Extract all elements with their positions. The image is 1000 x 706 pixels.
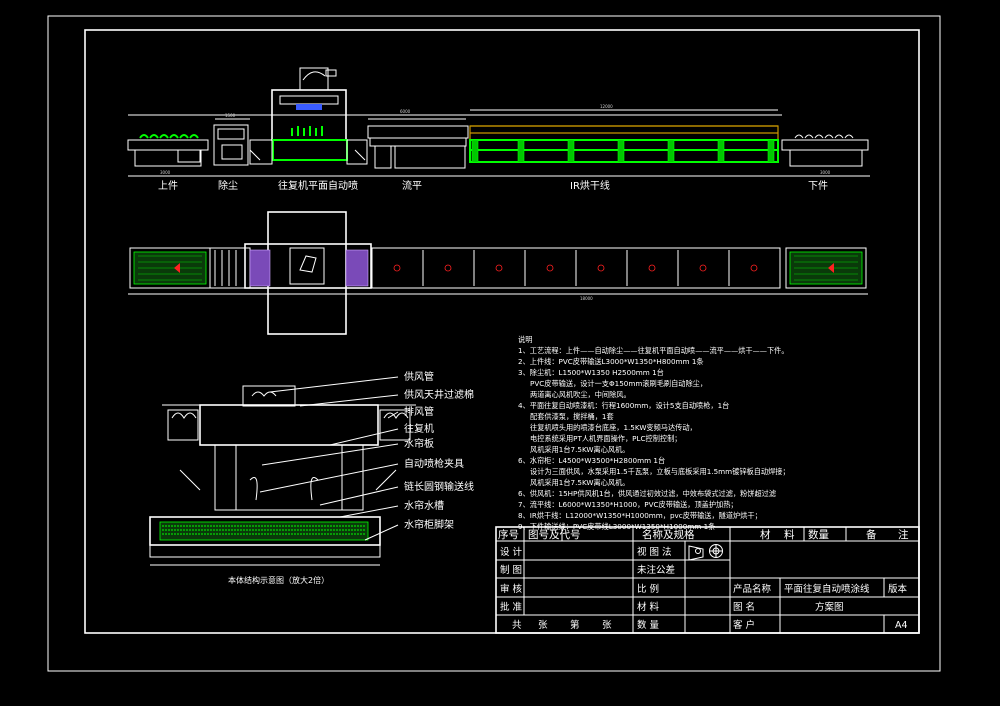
note-line: 风机采用1台7.5KW离心风机。 <box>530 445 629 454</box>
station-label-flow: 流平 <box>402 179 422 192</box>
svg-text:18000: 18000 <box>580 296 593 301</box>
note-line: 配套供漆泵，搅拌桶，1套 <box>530 412 614 421</box>
tb-quantity: 数 量 <box>637 619 660 631</box>
note-line: PVC皮带输送，设计一支Φ150mm滚刷毛刷自动除尘， <box>530 379 707 388</box>
notes: 说明 1、工艺流程：上件——自动除尘——往复机平面自动喷——流平——烘干——下件… <box>518 335 790 531</box>
note-line: 8、IR烘干线：L12000*W1350*H1000mm，pvc皮带输送，隧道炉… <box>518 511 762 520</box>
tb-product-name-label: 产品名称 <box>733 583 772 595</box>
svg-text:12000: 12000 <box>600 104 613 109</box>
svg-text:3000: 3000 <box>820 170 831 175</box>
elevation-view: 12000 6000 1500 3000 3000 <box>127 67 870 192</box>
tb-bottom-4: 张 <box>602 620 612 631</box>
tb-header-name: 名称及规格 <box>642 528 695 541</box>
svg-text:6000: 6000 <box>400 109 411 114</box>
station-label-loading: 上件 <box>158 180 178 192</box>
tb-bottom-3: 第 <box>570 619 580 631</box>
note-line: 电控系统采用PT人机界面操作，PLC控制控制； <box>530 434 681 443</box>
callout-gun-fixture: 自动喷枪夹具 <box>404 457 464 470</box>
section-view: 本体结构示意图（放大2倍） 供风管 供风天井过滤棉 排风管 往复机 水帘板 自动… <box>149 370 474 585</box>
note-line: 两道离心风机吹尘，中间除风。 <box>530 390 631 399</box>
note-line: 6、供风机：15HP供风机1台，供风通过初效过滤，中效布袋式过滤，粉饼超过滤 <box>518 489 776 498</box>
callout-conveyor: 链长圆钢输送线 <box>404 480 474 493</box>
tb-version-label: 版本 <box>888 583 908 595</box>
outer-frame <box>47 15 941 672</box>
svg-text:1500: 1500 <box>225 113 236 118</box>
tb-material: 材 料 <box>637 601 660 613</box>
note-line: 设计为三面供风，水泵采用1.5千瓦泵，立板与底板采用1.5mm镀锌板自动焊接； <box>530 467 790 476</box>
tb-scale: 比 例 <box>637 583 659 595</box>
note-line: 2、上件线：PVC皮带输送L3000*W1350*H800mm 1条 <box>518 357 704 366</box>
tb-product-name: 平面往复自动喷涂线 <box>784 583 870 595</box>
tb-drawing-name: 方案图 <box>815 601 844 613</box>
note-line: 3、除尘机：L1500*W1350 H2500mm 1台 <box>518 368 664 377</box>
station-label-ir: IR烘干线 <box>570 179 610 192</box>
tb-header-mat1: 材 <box>760 528 771 541</box>
station-label-dust: 除尘 <box>218 179 238 192</box>
plan-view: 18000 <box>128 211 868 335</box>
callout-frame: 水帘柜脚架 <box>404 518 454 531</box>
tb-drawing-name-label: 图 名 <box>733 601 755 613</box>
callout-water-tank: 水帘水槽 <box>404 499 444 512</box>
section-title: 本体结构示意图（放大2倍） <box>228 575 329 585</box>
callout-supply-duct: 供风管 <box>404 370 434 383</box>
tb-bottom-2: 张 <box>538 620 548 631</box>
projection-symbol-icon <box>688 544 723 561</box>
tb-header-note1: 备 <box>866 528 877 541</box>
title-block: 序号 图号及代号 名称及规格 材 料 数量 备 注 设 计 制 图 审 核 批 … <box>495 526 920 634</box>
tb-design: 设 计 <box>500 546 523 558</box>
tb-view-method: 视 图 法 <box>637 546 672 558</box>
tb-header-mat2: 料 <box>784 528 795 541</box>
tb-paper-size: A4 <box>895 620 908 631</box>
callout-reciprocator: 往复机 <box>404 422 434 435</box>
tb-header-note2: 注 <box>898 528 909 541</box>
note-line: 4、平面往复自动喷漆机：行程1600mm，设计5支自动喷枪，1台 <box>518 401 729 410</box>
callout-filter: 供风天井过滤棉 <box>404 388 474 401</box>
tb-bottom-1: 共 <box>512 620 522 631</box>
note-line: 1、工艺流程：上件——自动除尘——往复机平面自动喷——流平——烘干——下件。 <box>518 346 789 355</box>
station-label-spray: 往复机平面自动喷 <box>278 179 358 192</box>
tb-client-label: 客 户 <box>733 619 755 631</box>
note-line: 7、流平线：L6000*W1350*H1000，PVC皮带输送，顶盖护加热； <box>518 500 738 509</box>
svg-text:3000: 3000 <box>160 170 171 175</box>
tb-approve: 批 准 <box>500 601 523 613</box>
tb-header-code: 图号及代号 <box>528 529 581 541</box>
station-label-unload: 下件 <box>808 180 828 192</box>
callout-water-plate: 水帘板 <box>404 437 434 450</box>
inner-frame <box>84 29 920 634</box>
tb-draw: 制 图 <box>500 564 522 576</box>
tb-tolerance: 未注公差 <box>637 564 675 576</box>
notes-heading: 说明 <box>518 335 532 344</box>
note-line: 风机采用1台7.5KW离心风机。 <box>530 478 629 487</box>
note-line: 6、水帘柜：L4500*W3500*H2800mm 1台 <box>518 456 665 465</box>
tb-header-no: 序号 <box>498 528 519 541</box>
tb-check: 审 核 <box>500 583 523 595</box>
callout-exhaust: 排风管 <box>404 405 434 418</box>
note-line: 往复机喷头用的喷漆台底座，1.5KW变频马达传动， <box>530 423 697 432</box>
tb-header-qty: 数量 <box>808 528 829 541</box>
